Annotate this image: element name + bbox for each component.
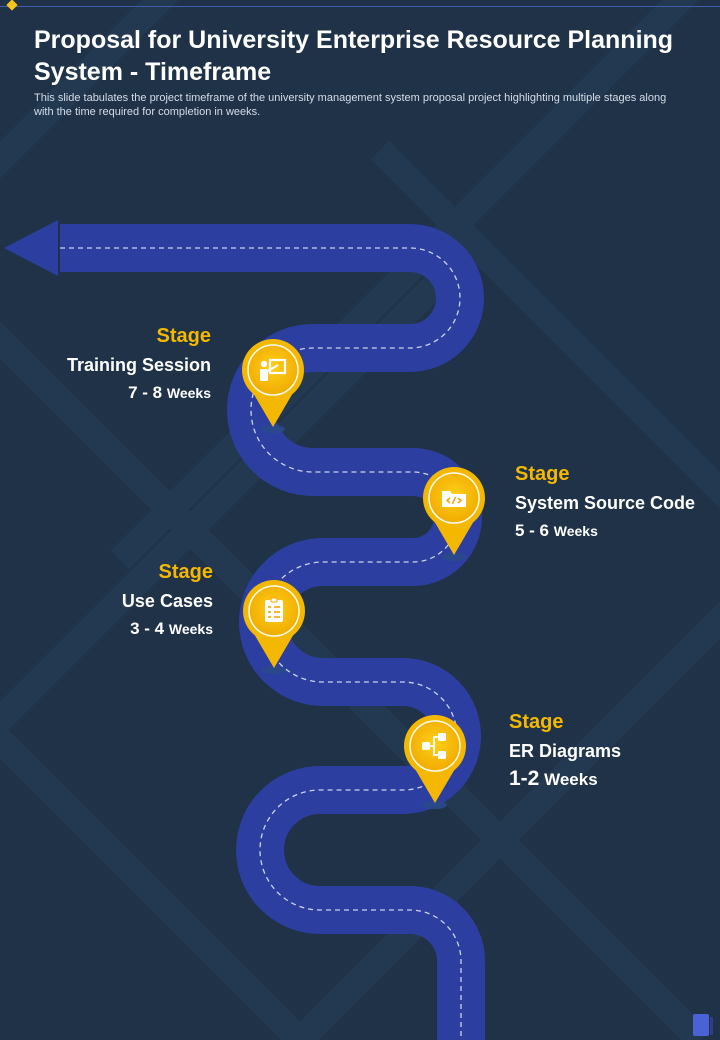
stage-duration: 5 - 6 Weeks: [515, 521, 598, 540]
stage-label: Stage: [156, 325, 211, 347]
presentation-icon: [260, 358, 287, 381]
page-title: Proposal for University Enterprise Resou…: [34, 26, 674, 86]
stage-name: ER Diagrams: [509, 741, 622, 761]
flowchart-icon: [422, 733, 446, 759]
stage-block-training-session: Stage Training Session 7 - 8 Weeks: [67, 324, 211, 404]
road-arrow-head: [4, 220, 58, 276]
stage-pin-system-source-code: [423, 467, 485, 561]
stage-pin-use-cases: [243, 580, 305, 674]
stage-duration: 7 - 8 Weeks: [128, 383, 211, 402]
stage-label: Stage: [515, 463, 570, 485]
stage-name: Training Session: [66, 355, 211, 375]
stage-label: Stage: [158, 561, 213, 583]
stage-block-use-cases: Stage Use Cases 3 - 4 Weeks: [122, 560, 213, 640]
stage-pin-er-diagrams: [404, 715, 466, 809]
stage-label: Stage: [509, 711, 564, 733]
document-corner-icon: [693, 1014, 713, 1036]
stage-duration: 1-2 Weeks: [509, 767, 598, 790]
page-subtitle: This slide tabulates the project timefra…: [34, 92, 667, 118]
code-folder-icon: [442, 491, 466, 507]
stage-block-system-source-code: Stage System Source Code 5 - 6 Weeks: [515, 462, 695, 542]
stage-duration: 3 - 4 Weeks: [130, 619, 213, 638]
checklist-icon: [265, 597, 283, 622]
stage-pin-training-session: [242, 339, 304, 433]
stage-name: Use Cases: [121, 591, 213, 611]
top-border-line: [0, 6, 720, 7]
stage-name: System Source Code: [515, 493, 696, 513]
stage-block-er-diagrams: Stage ER Diagrams 1-2 Weeks: [509, 710, 621, 791]
